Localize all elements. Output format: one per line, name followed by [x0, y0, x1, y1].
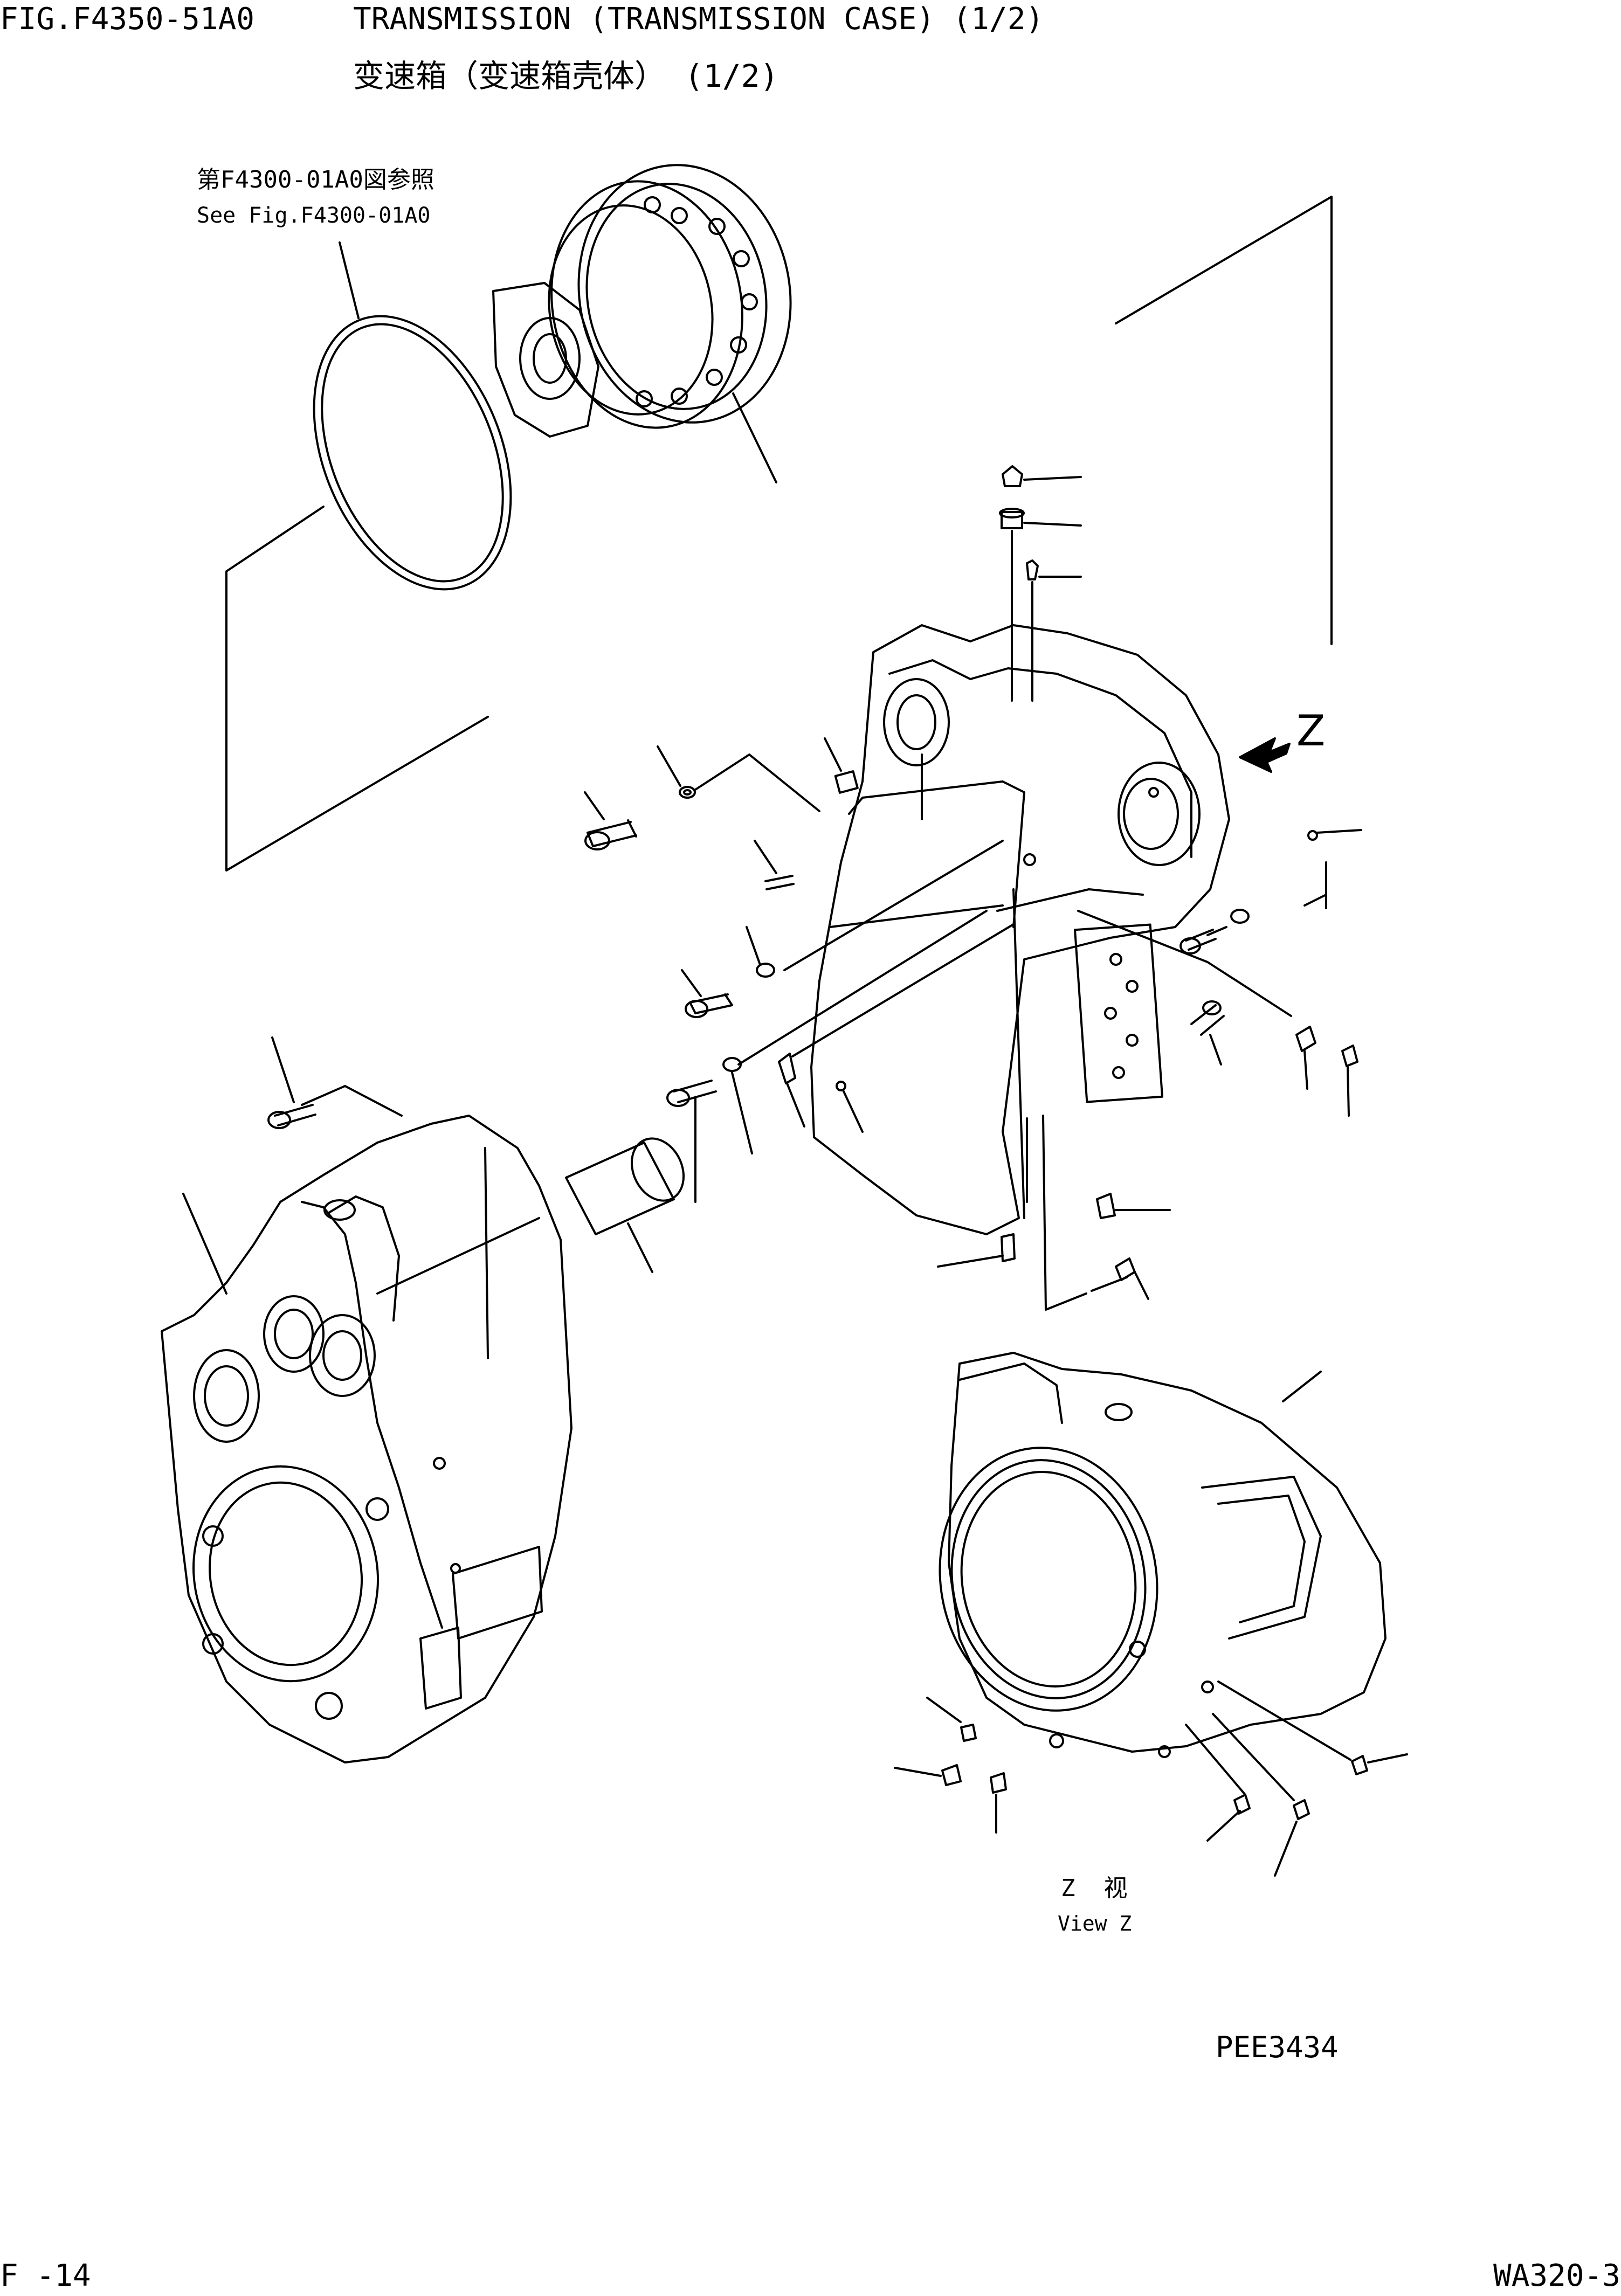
figure-number: FIG.F4350-51A0: [0, 2, 255, 37]
view-z-housing: [919, 1353, 1385, 1757]
view-z-marker-label: Z: [1296, 707, 1326, 756]
transmission-case: [811, 625, 1229, 1234]
bolt-set-right: [938, 830, 1361, 1310]
rear-case-housing: [162, 1116, 571, 1762]
torque-converter-assembly: [493, 148, 811, 482]
breather-plug-group: [1000, 466, 1081, 701]
view-z-arrow: [1240, 738, 1289, 772]
view-z-fasteners: [895, 1682, 1407, 1876]
dowel-pin: [566, 1130, 693, 1272]
view-z-caption-en: View Z: [1058, 1912, 1132, 1935]
o-ring: [277, 287, 549, 618]
drawing-code: PEE3434: [1216, 2030, 1339, 2064]
reference-note-en: See Fig.F4300-01A0: [197, 203, 431, 228]
reference-note-cn: 第F4300-01A0図参照: [197, 166, 434, 193]
rear-case-fasteners: [183, 1038, 402, 1294]
bolt-set-lower-left: [667, 911, 1013, 1202]
view-z-caption-cn: Z 视: [1061, 1875, 1128, 1902]
assembly-frame-lines: [226, 197, 1332, 908]
bolt-set-upper-left: [585, 738, 1003, 1017]
model-number: WA320-3: [1493, 2258, 1621, 2293]
title-english: TRANSMISSION (TRANSMISSION CASE) (1/2): [353, 2, 1044, 37]
title-chinese: 变速箱（变速箱壳体） (1/2): [353, 58, 779, 94]
page-number: F -14: [0, 2258, 91, 2293]
reference-leader: [340, 243, 358, 318]
